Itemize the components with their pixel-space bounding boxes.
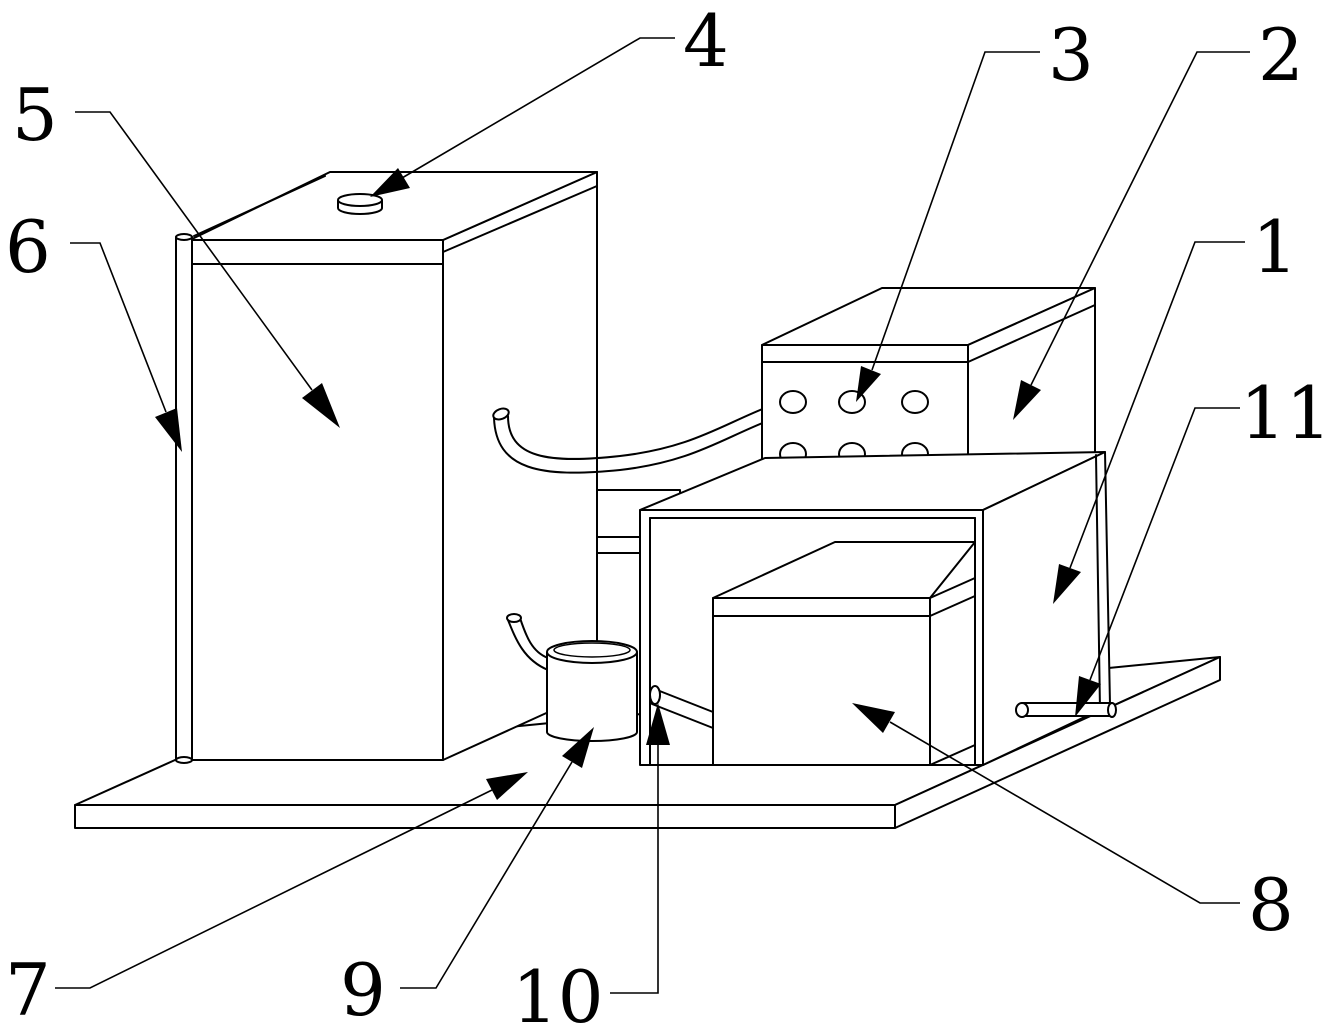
arrow-11 [1075,676,1101,717]
arrow-5 [302,383,340,428]
label-1: 1 [1252,205,1298,289]
label-10: 10 [512,955,604,1031]
label-6: 6 [5,205,51,289]
label-5: 5 [12,73,58,157]
tower-housing [189,171,598,761]
arrow-9 [562,727,594,768]
label-11: 11 [1240,371,1332,455]
arrow-10 [646,703,670,745]
arrow-3 [856,366,881,402]
arrow-8 [852,703,895,733]
reference-numerals: 4 3 2 5 6 1 11 8 7 9 10 [5,0,1332,1031]
leader-10 [610,740,659,994]
leader-3 [871,51,1040,371]
leader-7 [55,789,493,989]
leader-6 [70,242,167,413]
label-2: 2 [1258,13,1304,97]
button-1 [779,390,807,414]
top-cap [337,193,383,215]
outlet-pipe [1015,702,1117,718]
label-9: 9 [340,948,386,1031]
leader-5 [75,111,313,391]
leader-1 [1069,241,1245,569]
leader-lines [55,37,1250,994]
button-3 [901,390,929,414]
arrow-2 [1013,380,1041,420]
leader-9 [400,761,573,989]
arrow-4 [370,168,410,197]
leader-11 [1089,407,1240,681]
inlet-pipe [649,685,714,729]
label-4: 4 [683,0,729,83]
label-8: 8 [1248,863,1294,947]
arrow-7 [486,772,528,800]
label-3: 3 [1048,13,1094,97]
leader-4 [401,37,675,179]
arrow-6 [155,408,182,452]
side-pipe [175,233,193,764]
arrow-1 [1053,564,1081,604]
pump-cylinder [506,613,638,742]
leader-8 [889,721,1240,904]
leader-2 [1030,51,1250,386]
label-7: 7 [5,948,51,1031]
upper-hose [492,407,766,474]
